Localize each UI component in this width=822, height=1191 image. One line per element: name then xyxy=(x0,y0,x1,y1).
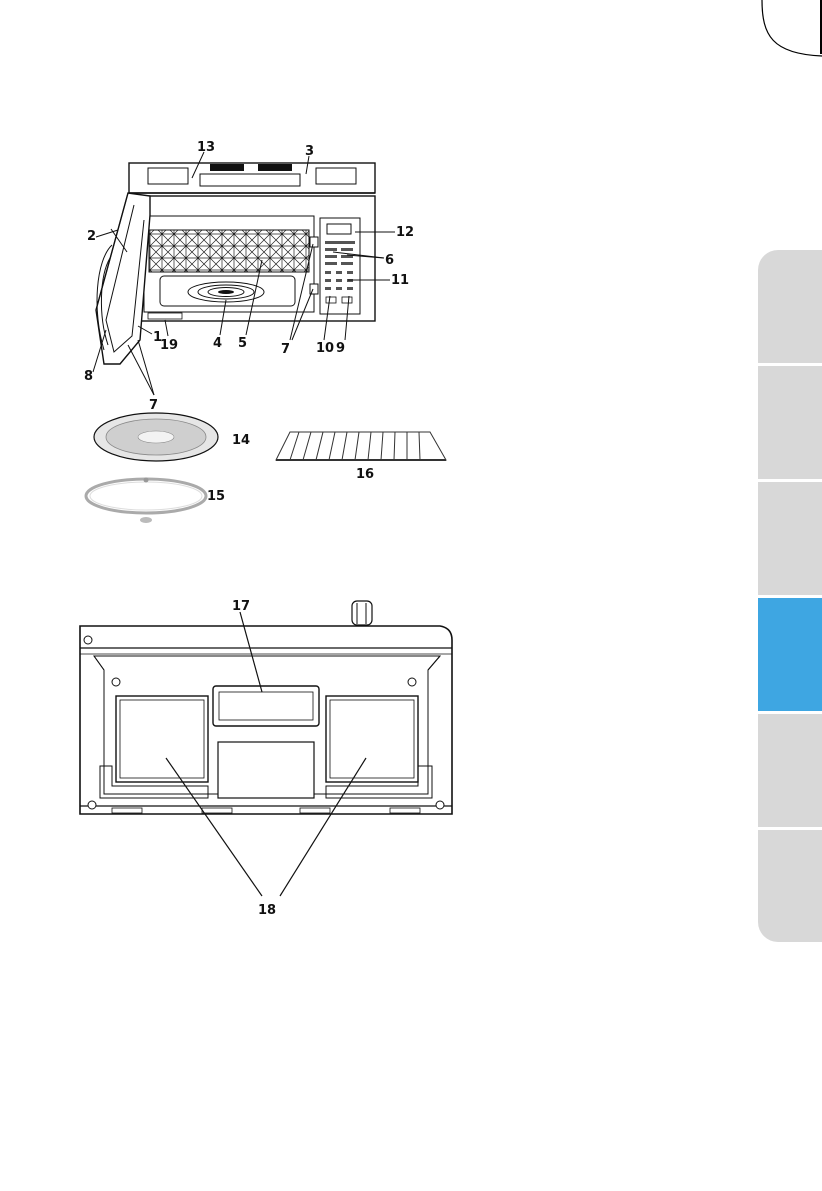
callout-19: 19 xyxy=(160,338,178,353)
callout-5: 5 xyxy=(238,336,247,351)
latch-upper xyxy=(310,237,318,247)
callout-11: 11 xyxy=(391,273,409,288)
callout-2: 2 xyxy=(87,229,96,244)
callout-15: 15 xyxy=(207,489,225,504)
callout-9: 9 xyxy=(336,341,345,356)
callout-10: 10 xyxy=(316,341,334,356)
callout-8: 8 xyxy=(84,369,93,384)
top-vent-panel xyxy=(129,163,375,193)
waveguide-cover xyxy=(149,230,309,272)
wire-rack xyxy=(276,432,446,460)
callout-17: 17 xyxy=(232,599,250,614)
roller-ring xyxy=(86,478,206,524)
callout-6: 6 xyxy=(385,253,394,268)
callout-7-front: 7 xyxy=(281,342,290,357)
rating-label xyxy=(148,313,182,319)
callout-12: 12 xyxy=(396,225,414,240)
bottom-view-diagram xyxy=(80,601,452,814)
callout-3: 3 xyxy=(305,144,314,159)
callout-16: 16 xyxy=(356,467,374,482)
callout-7-door: 7 xyxy=(149,398,158,413)
callout-4: 4 xyxy=(213,336,222,351)
glass-turntable xyxy=(94,413,218,461)
oven-door xyxy=(96,193,150,364)
turntable-shaft xyxy=(160,276,295,306)
callout-18: 18 xyxy=(258,903,276,918)
callout-13: 13 xyxy=(197,140,215,155)
callout-14: 14 xyxy=(232,433,250,448)
control-panel xyxy=(320,218,360,314)
